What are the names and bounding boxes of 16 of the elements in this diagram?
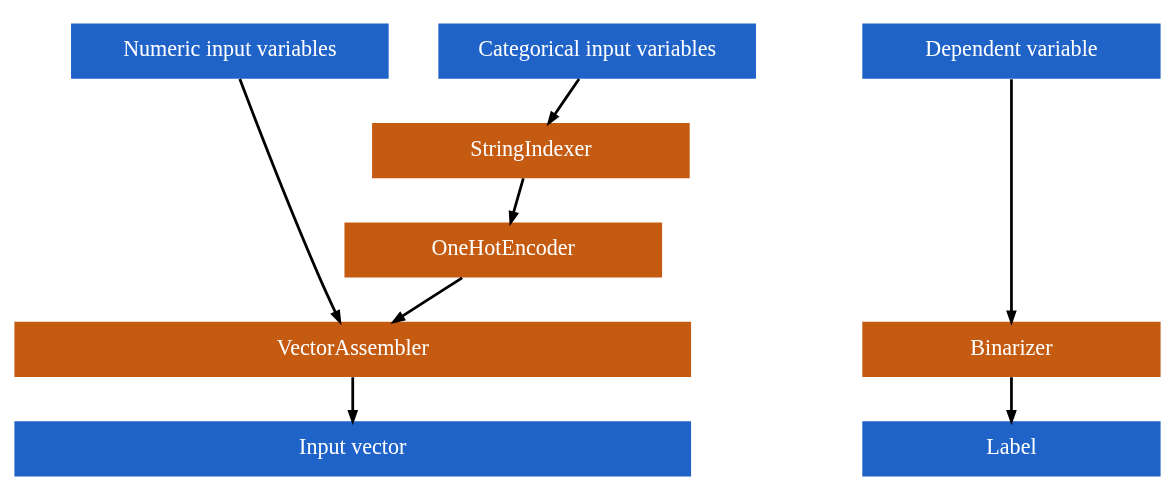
- arrow: [390, 276, 463, 324]
- node-box: VectorAssembler: [14, 321, 692, 378]
- node-box: Categorical input variables: [438, 23, 756, 79]
- arrow: [508, 178, 525, 227]
- arrow: [238, 78, 342, 326]
- node-box: Input vector: [14, 421, 692, 477]
- arrow: [1006, 79, 1017, 326]
- arrow: [347, 377, 359, 426]
- arrow: [1006, 377, 1017, 426]
- node-box: Label: [862, 421, 1161, 477]
- node-box: StringIndexer: [372, 122, 690, 179]
- node-box: Binarizer: [862, 321, 1161, 378]
- node-box: Dependent variable: [862, 23, 1161, 79]
- node-box: OneHotEncoder: [344, 222, 663, 278]
- arrow: [546, 78, 581, 127]
- node-box: Numeric input variables: [71, 23, 389, 79]
